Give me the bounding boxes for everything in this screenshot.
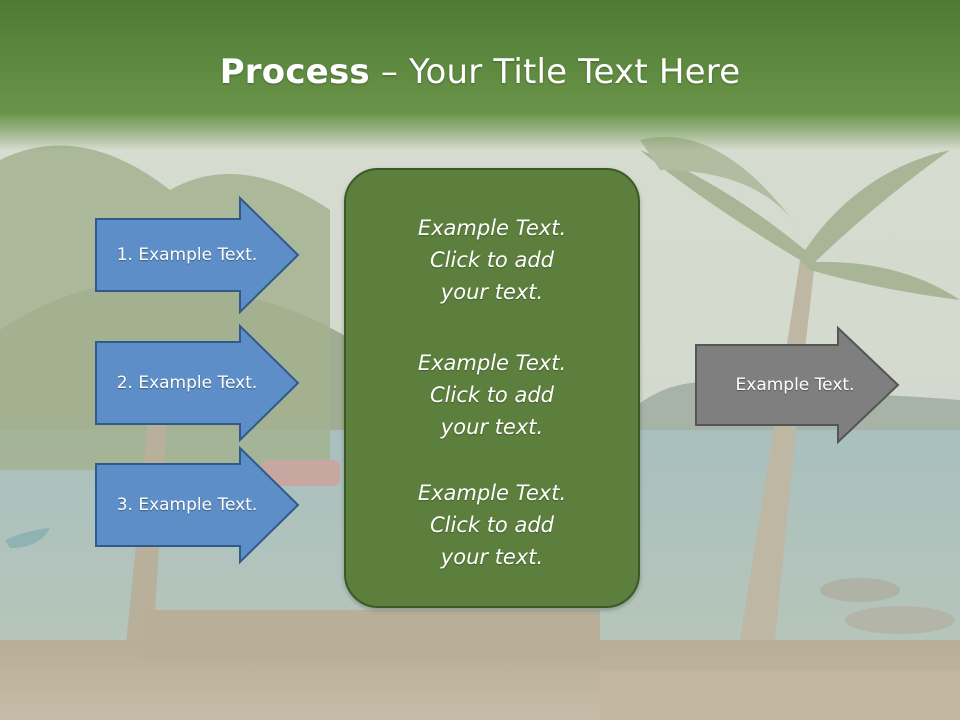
process-line: Example Text. [417,481,567,505]
input-arrow-1[interactable]: 1. Example Text. [95,195,300,315]
process-text-block-3[interactable]: Example Text. Click to add your text. [344,477,640,573]
arrow-shape [95,323,300,443]
input-arrow-3[interactable]: 3. Example Text. [95,445,300,565]
title-rest: – Your Title Text Here [369,52,741,92]
process-line: your text. [440,280,544,304]
input-arrow-label: 3. Example Text. [116,495,258,515]
process-box[interactable] [344,168,640,608]
arrow-shape [95,445,300,565]
process-line: Click to add [429,513,554,537]
input-arrow-label: 2. Example Text. [116,373,258,393]
output-arrow[interactable]: Example Text. [695,325,900,445]
process-line: Click to add [429,383,554,407]
input-arrow-label: 1. Example Text. [116,245,258,265]
process-line: Click to add [429,248,554,272]
process-line: Example Text. [417,216,567,240]
process-line: your text. [440,545,544,569]
process-text-block-1[interactable]: Example Text. Click to add your text. [344,212,640,308]
arrow-shape [95,195,300,315]
process-text-block-2[interactable]: Example Text. Click to add your text. [344,347,640,443]
process-line: your text. [440,415,544,439]
output-arrow-label: Example Text. [735,375,855,395]
process-line: Example Text. [417,351,567,375]
arrow-shape [695,325,900,445]
slide-title: Process – Your Title Text Here [0,52,960,92]
input-arrow-2[interactable]: 2. Example Text. [95,323,300,443]
title-band [0,0,960,150]
title-bold: Process [219,52,370,92]
